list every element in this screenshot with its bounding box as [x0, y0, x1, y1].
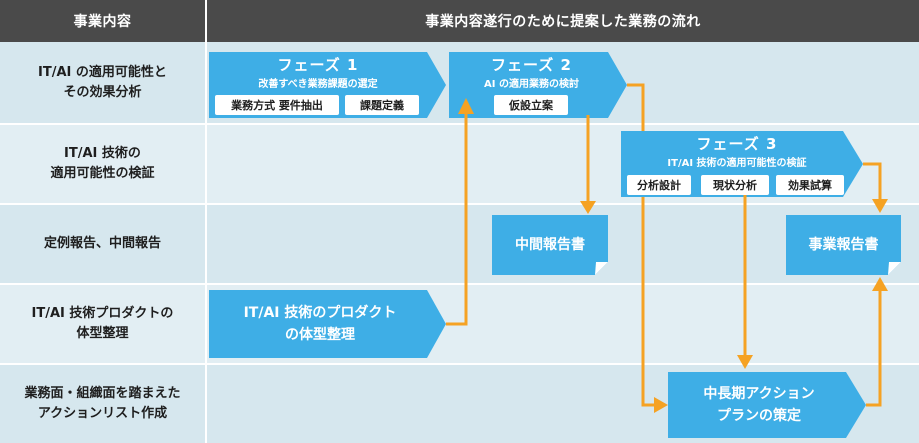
arrowhead-icon — [580, 201, 596, 214]
phase-2-chip-hypothesis: 仮設立案 — [494, 95, 568, 115]
row-label-product-organization: IT/AI 技術プロダクトの 体型整理 — [31, 306, 174, 341]
arrowhead-icon — [737, 355, 753, 369]
row-band-3 — [0, 204, 919, 284]
phase-3-subtitle: IT/AI 技術の適用可能性の検証 — [667, 158, 807, 169]
arrowhead-icon — [458, 98, 474, 114]
phase-3-title: フェーズ 3 — [696, 135, 778, 153]
phase-2-arrow — [449, 52, 627, 118]
product-box-shape — [209, 290, 446, 358]
arrowhead-icon — [872, 277, 888, 291]
flow-phase3-to-business — [863, 162, 882, 200]
doc-fold-icon — [888, 262, 901, 275]
row-divider — [0, 123, 919, 125]
row-label-reports: 定例報告、中間報告 — [43, 236, 161, 251]
phase-1-title: フェーズ 1 — [277, 56, 359, 74]
row-divider — [0, 203, 919, 205]
flow-phase2-to-phase3 — [627, 83, 645, 131]
row-divider — [0, 283, 919, 285]
doc-fold-icon — [595, 262, 608, 275]
row-label-effect-analysis: IT/AI の適用可能性と その効果分析 — [38, 65, 167, 100]
row-label-action-list: 業務面・組織面を踏まえた アクションリスト作成 — [24, 385, 181, 421]
product-box-label: IT/AI 技術のプロダクト の体型整理 — [243, 305, 397, 343]
phase-1-chip-issue-definition: 課題定義 — [345, 95, 419, 115]
phase-1-chip-requirements: 業務方式 要件抽出 — [215, 95, 339, 115]
interim-report-doc — [492, 215, 608, 275]
row-label-verification: IT/AI 技術の 適用可能性の検証 — [50, 146, 155, 181]
phase-3-chip-current-analysis: 現状分析 — [701, 175, 769, 195]
phase-2-subtitle: AI の適用業務の検討 — [484, 79, 579, 90]
phase-3-chip-analysis-design: 分析設計 — [627, 175, 691, 195]
arrowhead-icon — [872, 199, 888, 213]
plan-box-label: 中長期アクション プランの策定 — [703, 386, 815, 424]
flow-product-to-phase2 — [446, 110, 468, 326]
column-divider — [205, 0, 207, 443]
phase-2-title: フェーズ 2 — [491, 56, 572, 74]
interim-report-label: 中間報告書 — [515, 237, 585, 253]
header-workflow: 事業内容遂行のために提案した業務の流れ — [207, 0, 919, 42]
business-report-label: 事業報告書 — [808, 237, 879, 253]
plan-box-shape — [668, 372, 866, 438]
arrowhead-icon — [654, 397, 668, 413]
header-business-content: 事業内容 — [0, 0, 205, 42]
business-report-doc — [786, 215, 901, 275]
row-divider — [0, 363, 919, 365]
flow-phase3-to-plan-left — [641, 197, 655, 407]
flow-plan-to-business — [866, 290, 882, 407]
phase-1-subtitle: 改善すべき業務課題の選定 — [258, 79, 378, 90]
phase-3-chip-effect-estimate: 効果試算 — [776, 175, 844, 195]
